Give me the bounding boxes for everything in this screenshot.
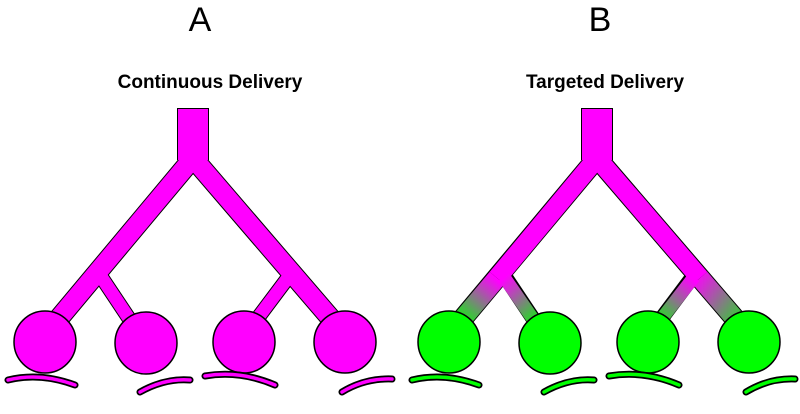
panel-b-target-surfaces	[408, 370, 799, 396]
terminal-bulb	[13, 310, 77, 374]
terminal-bulb	[313, 310, 377, 374]
terminal-bulb	[212, 310, 276, 374]
panel-b-letter: B	[589, 1, 612, 39]
terminal-bulb	[717, 310, 781, 374]
panel-a-terminals	[13, 310, 377, 375]
terminal-bulb	[518, 311, 582, 375]
panel-b-title: Targeted Delivery	[526, 72, 684, 93]
terminal-bulb	[417, 310, 481, 374]
terminal-bulb	[616, 310, 680, 374]
terminal-bulb	[114, 311, 178, 375]
panel-b-terminals	[417, 310, 781, 375]
panel-a-title: Continuous Delivery	[118, 72, 303, 93]
panel-b: B Targeted Delivery	[408, 1, 799, 396]
panel-a: A Continuous Delivery	[4, 1, 396, 396]
panel-a-target-surfaces	[4, 370, 396, 396]
panel-a-letter: A	[189, 1, 212, 39]
